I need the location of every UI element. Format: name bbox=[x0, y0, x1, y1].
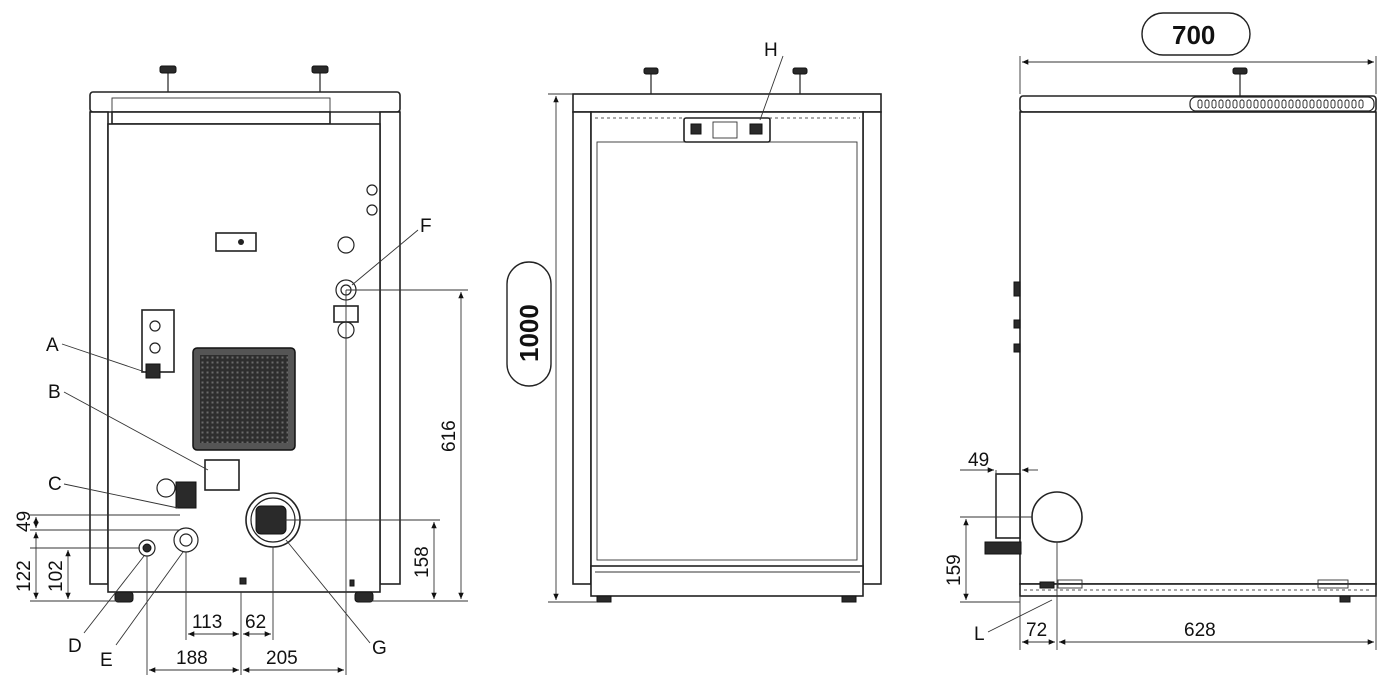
vent-slot bbox=[1358, 99, 1364, 109]
vent-slots bbox=[1197, 99, 1364, 109]
label-b: B bbox=[48, 382, 61, 403]
lifting-eye-icon bbox=[643, 67, 659, 94]
lifting-eye-icon bbox=[792, 67, 808, 94]
vent-slot bbox=[1302, 99, 1308, 109]
label-l: L bbox=[974, 624, 985, 645]
dim-72: 72 bbox=[1026, 620, 1047, 641]
side-view bbox=[960, 12, 1377, 650]
lifting-eye-icon bbox=[159, 65, 177, 92]
dim-122: 122 bbox=[14, 560, 35, 592]
label-g: G bbox=[372, 638, 387, 659]
dim-side-49: 49 bbox=[968, 450, 989, 471]
dim-159: 159 bbox=[944, 554, 965, 586]
label-a: A bbox=[46, 335, 59, 356]
vent-slot bbox=[1288, 99, 1294, 109]
dim-1000: 1000 bbox=[514, 304, 544, 362]
vent-slot bbox=[1323, 99, 1329, 109]
label-f: F bbox=[420, 216, 432, 237]
dim-113: 113 bbox=[192, 612, 222, 633]
dim-205: 205 bbox=[266, 648, 298, 669]
vent-slot bbox=[1239, 99, 1245, 109]
dim-49: 49 bbox=[14, 511, 35, 532]
vent-slot bbox=[1316, 99, 1322, 109]
vent-slot bbox=[1211, 99, 1217, 109]
vent-slot bbox=[1232, 99, 1238, 109]
dim-188: 188 bbox=[176, 648, 208, 669]
lifting-eye-icon bbox=[311, 65, 329, 92]
vent-slot bbox=[1246, 99, 1252, 109]
vent-slot bbox=[1225, 99, 1231, 109]
vent-slot bbox=[1337, 99, 1343, 109]
label-e: E bbox=[100, 650, 113, 671]
vent-slot bbox=[1309, 99, 1315, 109]
dim-158: 158 bbox=[412, 546, 433, 578]
vent-slot bbox=[1330, 99, 1336, 109]
dim-628: 628 bbox=[1184, 620, 1216, 641]
vent-slot bbox=[1295, 99, 1301, 109]
label-c: C bbox=[48, 474, 62, 495]
label-d: D bbox=[68, 636, 82, 657]
vent-slot bbox=[1260, 99, 1266, 109]
dim-102: 102 bbox=[46, 560, 67, 592]
vent-slot bbox=[1197, 99, 1203, 109]
vent-slot bbox=[1344, 99, 1350, 109]
dim-616: 616 bbox=[439, 420, 460, 452]
vent-slot bbox=[1267, 99, 1273, 109]
vent-slot bbox=[1253, 99, 1259, 109]
back-view bbox=[30, 65, 468, 675]
dim-700: 700 bbox=[1172, 20, 1215, 50]
vent-slot bbox=[1218, 99, 1224, 109]
vent-slot bbox=[1204, 99, 1210, 109]
vent-slot bbox=[1274, 99, 1280, 109]
vent-slot bbox=[1351, 99, 1357, 109]
dim-62: 62 bbox=[245, 612, 266, 633]
vent-slot bbox=[1281, 99, 1287, 109]
front-view bbox=[506, 55, 882, 603]
label-h: H bbox=[764, 40, 778, 61]
